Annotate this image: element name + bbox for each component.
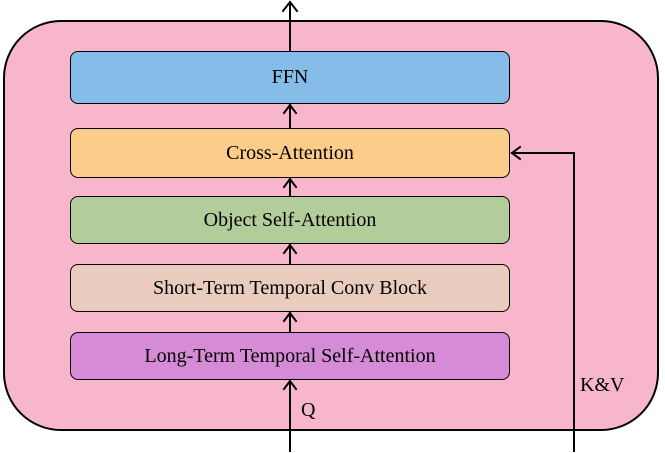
key-value-label: K&V (580, 374, 625, 396)
ffn-block: FFN (70, 51, 510, 104)
output-arrowhead (281, 0, 299, 13)
query-label: Q (301, 399, 316, 421)
key-value-input-arrow (511, 152, 575, 452)
long-term-temporal-self-attention-block: Long-Term Temporal Self-Attention (70, 332, 510, 380)
